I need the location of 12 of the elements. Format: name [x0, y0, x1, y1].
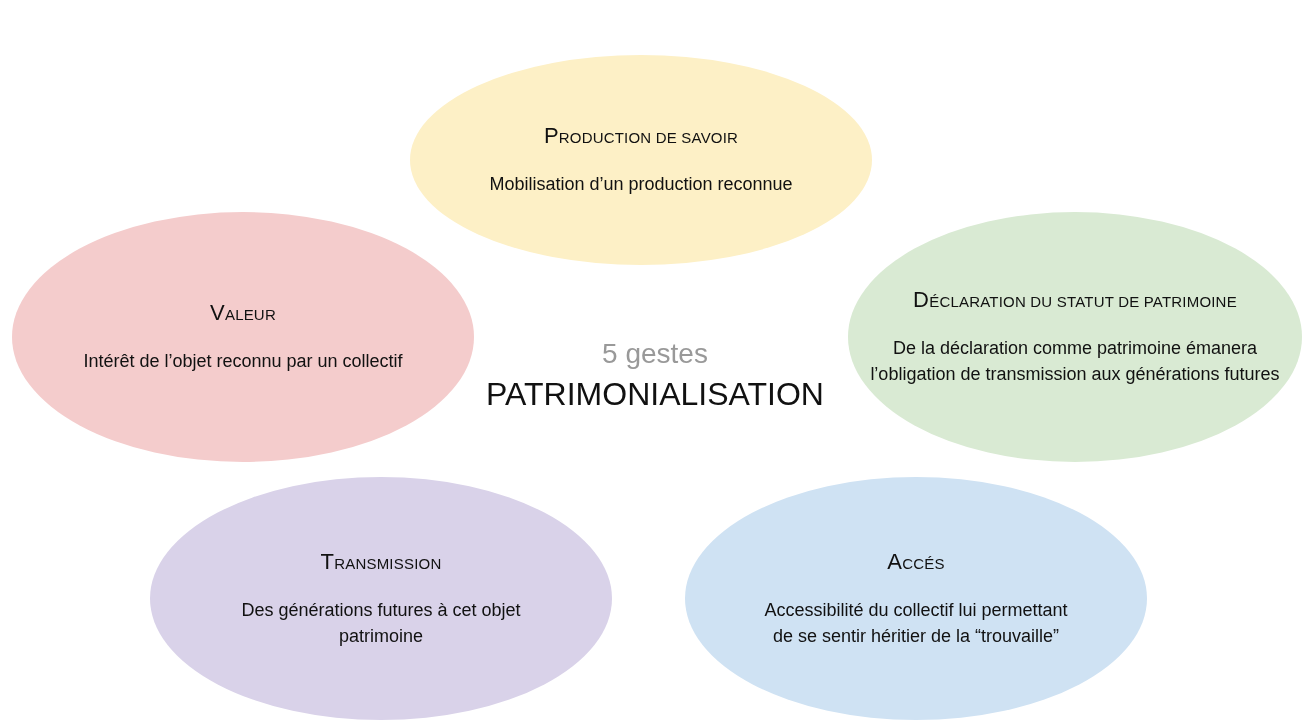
description: Des générations futures à cet objet patrimoine — [240, 598, 522, 648]
description: Accessibilité du collectif lui permettant de se sentir héritier de la “trouvaille” — [763, 598, 1069, 648]
center-title: PATRIMONIALISATION — [485, 376, 825, 413]
description: Mobilisation d’un production reconnue — [489, 173, 793, 196]
heading: PRODUCTION DE SAVOIR — [543, 123, 739, 149]
subtitle: 5 gestes — [601, 338, 709, 370]
heading: VALEUR — [210, 300, 276, 326]
heading: DÉCLARATION DU STATUT DE PATRIMOINE — [913, 287, 1237, 313]
description: De la déclaration comme patrimoine émanera l’obligation de transmission aux générations futures — [869, 337, 1281, 386]
description: Intérêt de l’objet reconnu par un collectif — [83, 350, 403, 373]
heading: TRANSMISSION — [320, 548, 442, 575]
heading: ACCÉS — [887, 548, 945, 575]
